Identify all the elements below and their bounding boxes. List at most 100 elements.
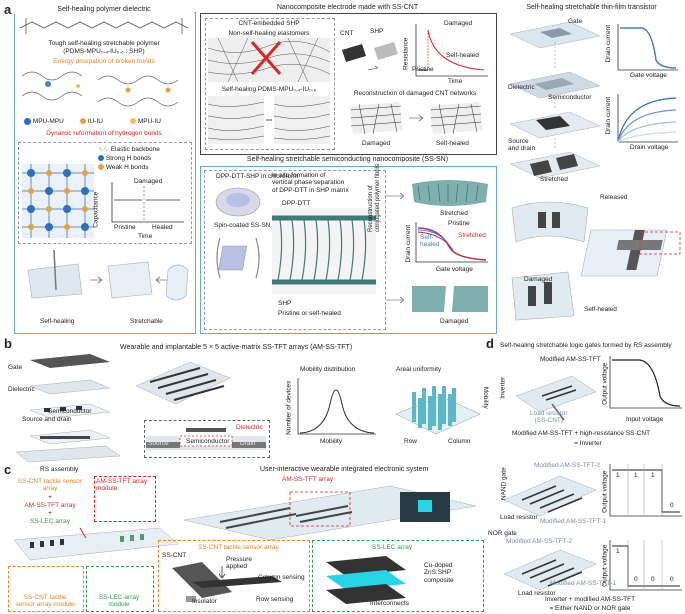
mobility-dist-title: Mobility distribution bbox=[300, 366, 356, 373]
sn-transfer-curve bbox=[415, 222, 488, 263]
non-self-healing-illustration bbox=[208, 38, 330, 82]
mobility-distribution-plot bbox=[297, 378, 376, 435]
nand-v2: 1 bbox=[651, 472, 655, 479]
c-lec-module: SS-LEC-array module bbox=[98, 594, 140, 609]
mpuiu-dot-icon bbox=[130, 118, 136, 125]
non-self-healing-label: Non-self-healing elastomers bbox=[228, 30, 310, 37]
self-healing-pdms-label: Self-healing PDMS-MPU₀.₄-IU₀.₆ bbox=[221, 86, 317, 93]
dpp-chloroform: DPP-DTT-SHP in chloroform bbox=[216, 173, 299, 180]
cnt-label: CNT bbox=[340, 30, 354, 37]
d-formula2b: = Either NAND or NOR gate bbox=[549, 605, 631, 612]
polymer-name: Tough self-healing stretchable polymer bbox=[48, 40, 160, 47]
c-row-sensing: Row sensing bbox=[256, 596, 294, 603]
reconstruction-label: Reconstruction of damaged CNT networks bbox=[353, 90, 477, 97]
nand-v3: 0 bbox=[670, 502, 674, 509]
inset-source: Source bbox=[148, 440, 169, 447]
sn-flow-arrows bbox=[386, 192, 405, 304]
output-xlabel: Drain voltage bbox=[630, 144, 669, 151]
legend-mpuiu: MPU-IU bbox=[130, 118, 161, 125]
cap-xlabel: Time bbox=[138, 233, 153, 240]
lec-box bbox=[312, 540, 484, 612]
device-stretched-illustration bbox=[511, 201, 681, 321]
dielectric-title: Self-healing polymer dielectric bbox=[14, 6, 194, 15]
c-am-tft-module: AM-SS-TFT array module bbox=[96, 478, 148, 493]
areal-column: Column bbox=[448, 438, 471, 445]
array-layer-stack bbox=[15, 354, 121, 463]
sn-section bbox=[200, 166, 497, 334]
tft-source-drain: Source and drain bbox=[508, 138, 536, 153]
nand-output-plot bbox=[609, 464, 682, 517]
self-healing-label: Self-healing bbox=[40, 318, 75, 325]
nand-v0: 1 bbox=[616, 472, 620, 479]
stretchable-label: Stretchable bbox=[130, 318, 163, 325]
cnt-embedded-label: CNT-embedded SHP bbox=[238, 20, 300, 27]
nor-v0: 1 bbox=[616, 548, 620, 555]
dpp-dtt-label: DPP-DTT bbox=[282, 200, 311, 207]
inset-drain: Drain bbox=[240, 440, 256, 447]
c-insulator: Insulator bbox=[192, 598, 217, 605]
inset-crosssection bbox=[146, 428, 266, 450]
cap-damaged: Damaged bbox=[134, 178, 163, 185]
tft-semiconductor: Semiconductor bbox=[548, 94, 592, 101]
res-pristine: Pristine bbox=[412, 66, 434, 73]
transfer-curve bbox=[617, 24, 678, 71]
sn-stretched2: Stretched bbox=[458, 232, 486, 239]
spin-coated: Spin-coated SS-SN bbox=[214, 222, 271, 229]
legend-weak-label: Weak H bonds bbox=[105, 164, 149, 171]
c-interconnects: Interconnects bbox=[370, 600, 410, 607]
inv-xlabel: Input voltage bbox=[626, 416, 664, 423]
sn-damaged: Damaged bbox=[440, 318, 469, 325]
energy-note: Energy dissipation of broken bonds bbox=[53, 58, 155, 65]
d-title: Self-healing stretchable logic gates for… bbox=[500, 342, 672, 349]
lec-illustration bbox=[326, 556, 406, 604]
sn-stretched-illustration bbox=[412, 180, 488, 206]
panel-label-b: b bbox=[4, 336, 12, 351]
polymer-formula: (PDMS-MPU₀.₄-IU₀.₆ : SHP) bbox=[63, 48, 145, 55]
d-formula2: Inverter + modified AM-SS-TFT bbox=[544, 596, 636, 603]
res-xlabel: Time bbox=[448, 78, 463, 85]
inset-box bbox=[144, 420, 270, 458]
sn-self-healed: Self- healed bbox=[420, 234, 440, 249]
nor-output-plot bbox=[609, 540, 682, 591]
cnt-network-illustration bbox=[349, 102, 483, 135]
pristine-or-healed: Pristine or self-healed bbox=[278, 310, 341, 317]
areal-row: Row bbox=[404, 438, 418, 445]
cnt-self-healed: Self-healed bbox=[436, 140, 469, 147]
inverter-curve bbox=[609, 356, 682, 409]
cap-pristine: Pristine bbox=[114, 224, 136, 231]
c-pressure: Pressure applied bbox=[226, 556, 253, 571]
tactile-sensor-illustration bbox=[172, 562, 282, 602]
c-lec-array: SS-LEC array bbox=[29, 518, 71, 525]
areal-title: Areal uniformity bbox=[396, 366, 442, 373]
inv-ylabel: Output voltage bbox=[601, 362, 609, 405]
hbond-network-illustration bbox=[22, 164, 94, 238]
polymer-structure bbox=[19, 18, 189, 34]
d-load-resistor: Load resistor (SS-CNT) bbox=[530, 410, 568, 425]
dev-damaged: Damaged bbox=[524, 276, 553, 283]
b-gate: Gate bbox=[8, 364, 23, 371]
c-cnt-module: SS-CNT tactile sensor array module bbox=[15, 594, 75, 609]
strong-dot-icon bbox=[98, 155, 104, 162]
d-modified-label: Modified AM-SS-TFT bbox=[540, 356, 601, 363]
nor-v2: 0 bbox=[651, 576, 655, 583]
legend-mpu-label: MPU-MPU bbox=[32, 118, 64, 126]
legend-mpuiu-label: MPU-IU bbox=[137, 118, 161, 125]
rs-assembly-illustration bbox=[13, 527, 179, 561]
nor-v1: 0 bbox=[634, 576, 638, 583]
panel-label-c: c bbox=[4, 462, 12, 477]
legend-strong: Strong H bonds bbox=[98, 155, 151, 162]
tft-dielectric: Dielectric bbox=[508, 84, 535, 91]
d-formula1: Modified AM-SS-TFT + high-resistance SS-… bbox=[512, 430, 650, 437]
d-modified: Modified AM-SS-TFT bbox=[540, 356, 601, 363]
transfer-ylabel: Drain current bbox=[605, 24, 613, 63]
dev-self-healed: Self-healed bbox=[584, 306, 617, 313]
c-lec-title: SS-LEC array bbox=[372, 544, 413, 551]
b-title: Wearable and implantable 5 × 5 active-ma… bbox=[120, 344, 353, 351]
c-am-tft-label: AM-SS-TFT array bbox=[282, 476, 334, 483]
solution-vial-icon bbox=[215, 187, 261, 217]
cnt-damaged: Damaged bbox=[362, 140, 391, 147]
wave-icon: ∿∿ bbox=[98, 146, 109, 153]
legend-elastic-label: Elastic backbone bbox=[110, 146, 160, 153]
rs-assembly: RS assembly bbox=[40, 466, 79, 473]
shp-label: SHP bbox=[370, 28, 384, 35]
